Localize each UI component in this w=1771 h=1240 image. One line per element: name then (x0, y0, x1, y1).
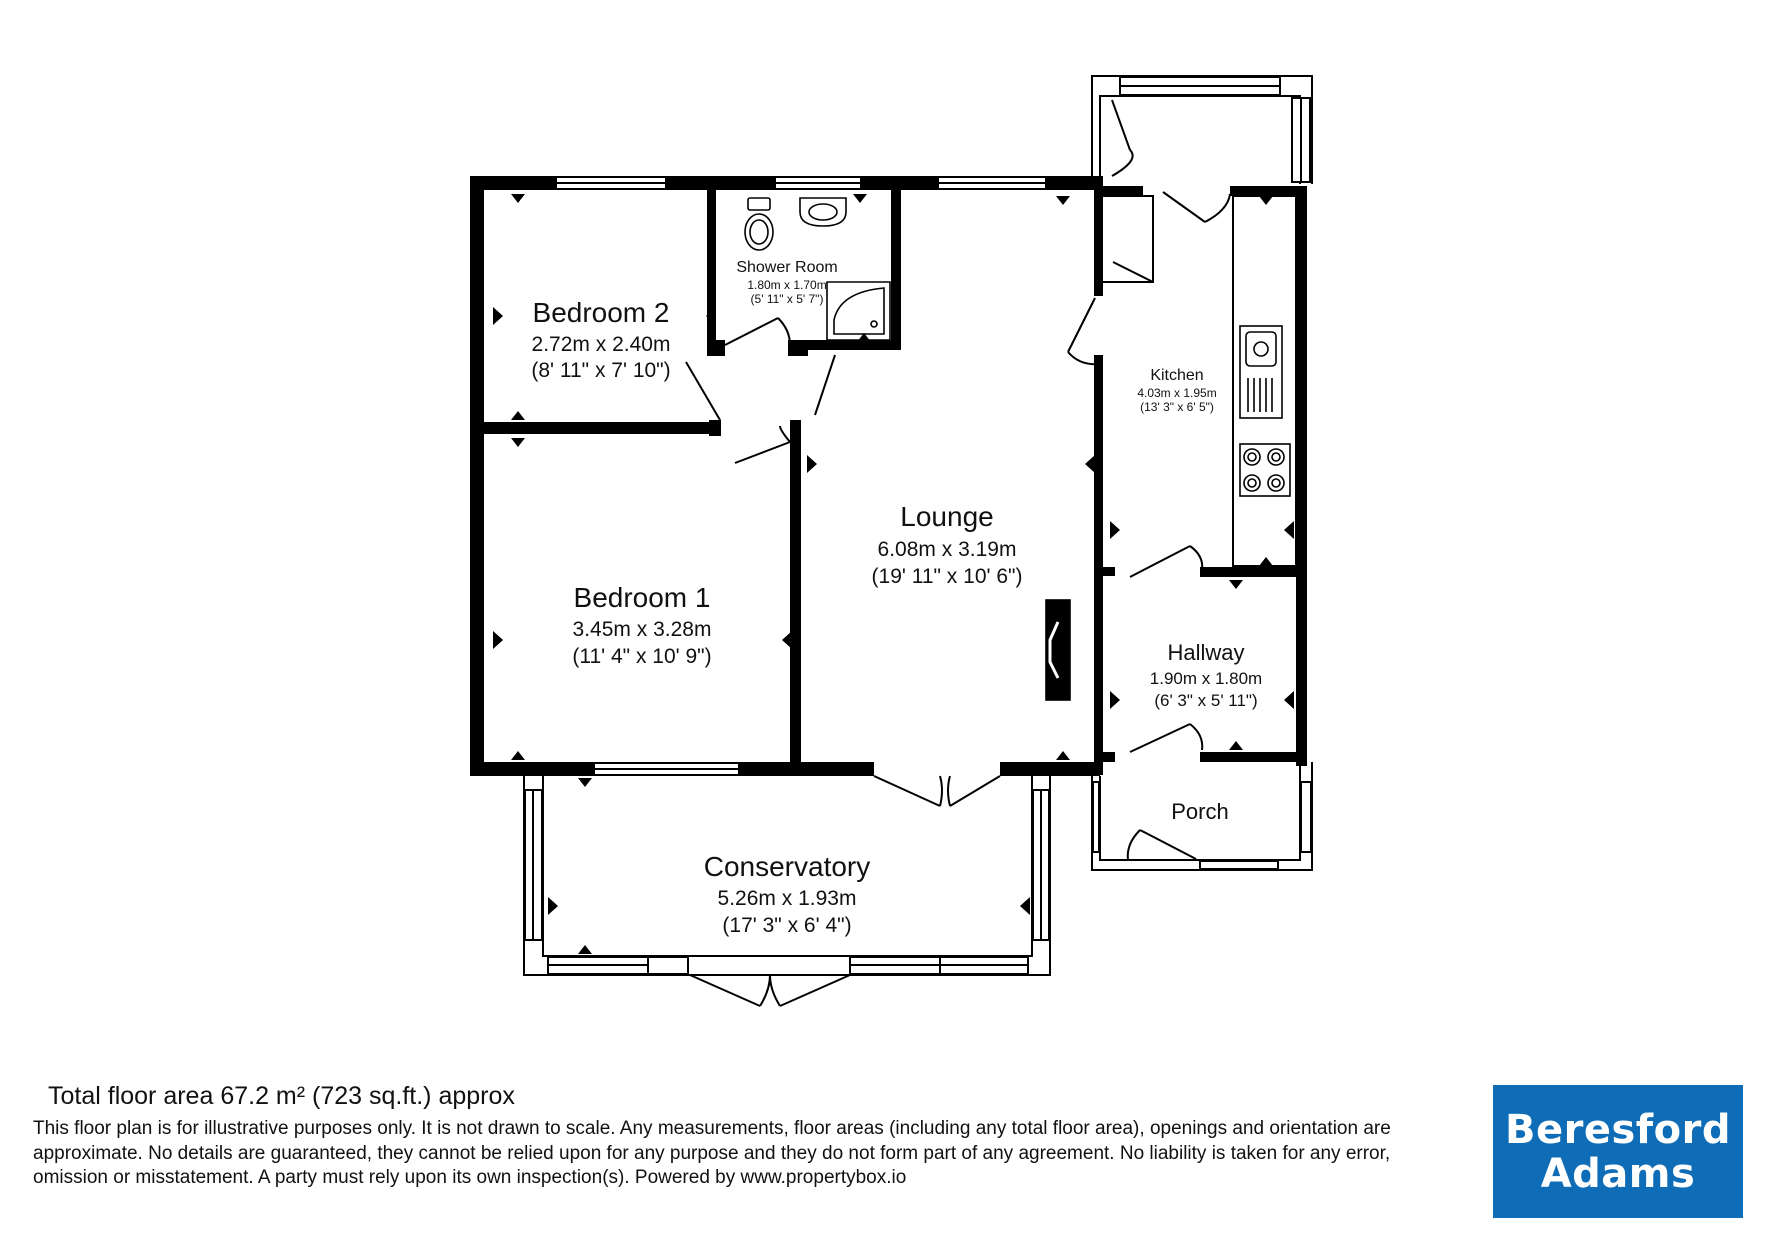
dimension-arrow (782, 631, 792, 649)
shower-room-name: Shower Room (736, 259, 837, 276)
dimension-arrow (857, 333, 871, 342)
bedroom2-metric: 2.72m x 2.40m (532, 333, 671, 356)
conservatory-metric: 5.26m x 1.93m (718, 887, 857, 910)
sink-icon (1239, 325, 1283, 419)
dimension-arrow (511, 438, 525, 447)
kitchen-metric: 4.03m x 1.95m (1137, 386, 1216, 400)
dimension-arrow (1229, 580, 1243, 589)
dimension-arrow (511, 411, 525, 420)
porch-name: Porch (1171, 799, 1228, 824)
dimension-arrow (853, 194, 867, 203)
dimension-arrow (511, 751, 525, 760)
lounge-name: Lounge (900, 501, 993, 532)
dimension-arrow (1259, 557, 1273, 566)
dimension-arrow (578, 778, 592, 787)
bedroom1-metric: 3.45m x 3.28m (573, 618, 712, 641)
dimension-arrow (493, 307, 503, 325)
dimension-arrow (1284, 691, 1294, 709)
bedroom1-imperial: (11' 4" x 10' 9") (572, 645, 711, 668)
hallway-imperial: (6' 3" x 5' 11") (1154, 691, 1257, 710)
fixtures (744, 197, 1291, 701)
dimension-arrow (1259, 196, 1273, 205)
shower-room-imperial: (5' 11" x 5' 7") (751, 292, 824, 306)
dimension-arrow (548, 897, 558, 915)
doors (685, 99, 1231, 1007)
logo-line-2: Adams (1540, 1150, 1696, 1197)
room-labels: Bedroom 2 2.72m x 2.40m (8' 11" x 7' 10"… (531, 259, 1262, 937)
hallway-metric: 1.90m x 1.80m (1150, 669, 1262, 688)
bedroom1-name: Bedroom 1 (574, 582, 711, 613)
windows (524, 76, 1312, 975)
dimension-arrow (1110, 521, 1120, 539)
conservatory-imperial: (17' 3" x 6' 4") (722, 914, 851, 937)
dimension-markers (493, 194, 1294, 954)
dimension-arrow (1110, 691, 1120, 709)
conservatory-name: Conservatory (704, 851, 871, 882)
dimension-arrow (1056, 751, 1070, 760)
basin-icon (799, 197, 847, 227)
hallway-name: Hallway (1167, 640, 1244, 665)
fireplace-icon (1045, 599, 1071, 701)
lounge-imperial: (19' 11" x 10' 6") (872, 565, 1023, 588)
dimension-arrow (493, 631, 503, 649)
hob-icon (1239, 443, 1291, 497)
dimension-arrow (1284, 521, 1294, 539)
logo-line-1: Beresford (1504, 1106, 1732, 1153)
kitchen-name: Kitchen (1150, 367, 1203, 384)
shower-tray-icon (826, 281, 891, 341)
lounge-metric: 6.08m x 3.19m (878, 538, 1017, 561)
disclaimer-text: This floor plan is for illustrative purp… (33, 1118, 1391, 1188)
dimension-arrow (1229, 741, 1243, 750)
dimension-arrow (807, 455, 817, 473)
dimension-arrow (578, 945, 592, 954)
shower-room-metric: 1.80m x 1.70m (747, 278, 826, 292)
bedroom2-imperial: (8' 11" x 7' 10") (531, 359, 670, 382)
kitchen-imperial: (13' 3" x 6' 5") (1140, 400, 1214, 414)
dimension-arrow (1020, 897, 1030, 915)
dimension-arrow (706, 307, 716, 325)
beresford-adams-logo: Beresford Adams (1493, 1085, 1743, 1218)
dimension-arrow (1056, 196, 1070, 205)
dimension-arrow (1085, 455, 1095, 473)
total-floor-area: Total floor area 67.2 m² (723 sq.ft.) ap… (48, 1082, 515, 1110)
dimension-arrow (511, 194, 525, 203)
bedroom2-name: Bedroom 2 (533, 297, 670, 328)
toilet-icon (744, 197, 774, 251)
